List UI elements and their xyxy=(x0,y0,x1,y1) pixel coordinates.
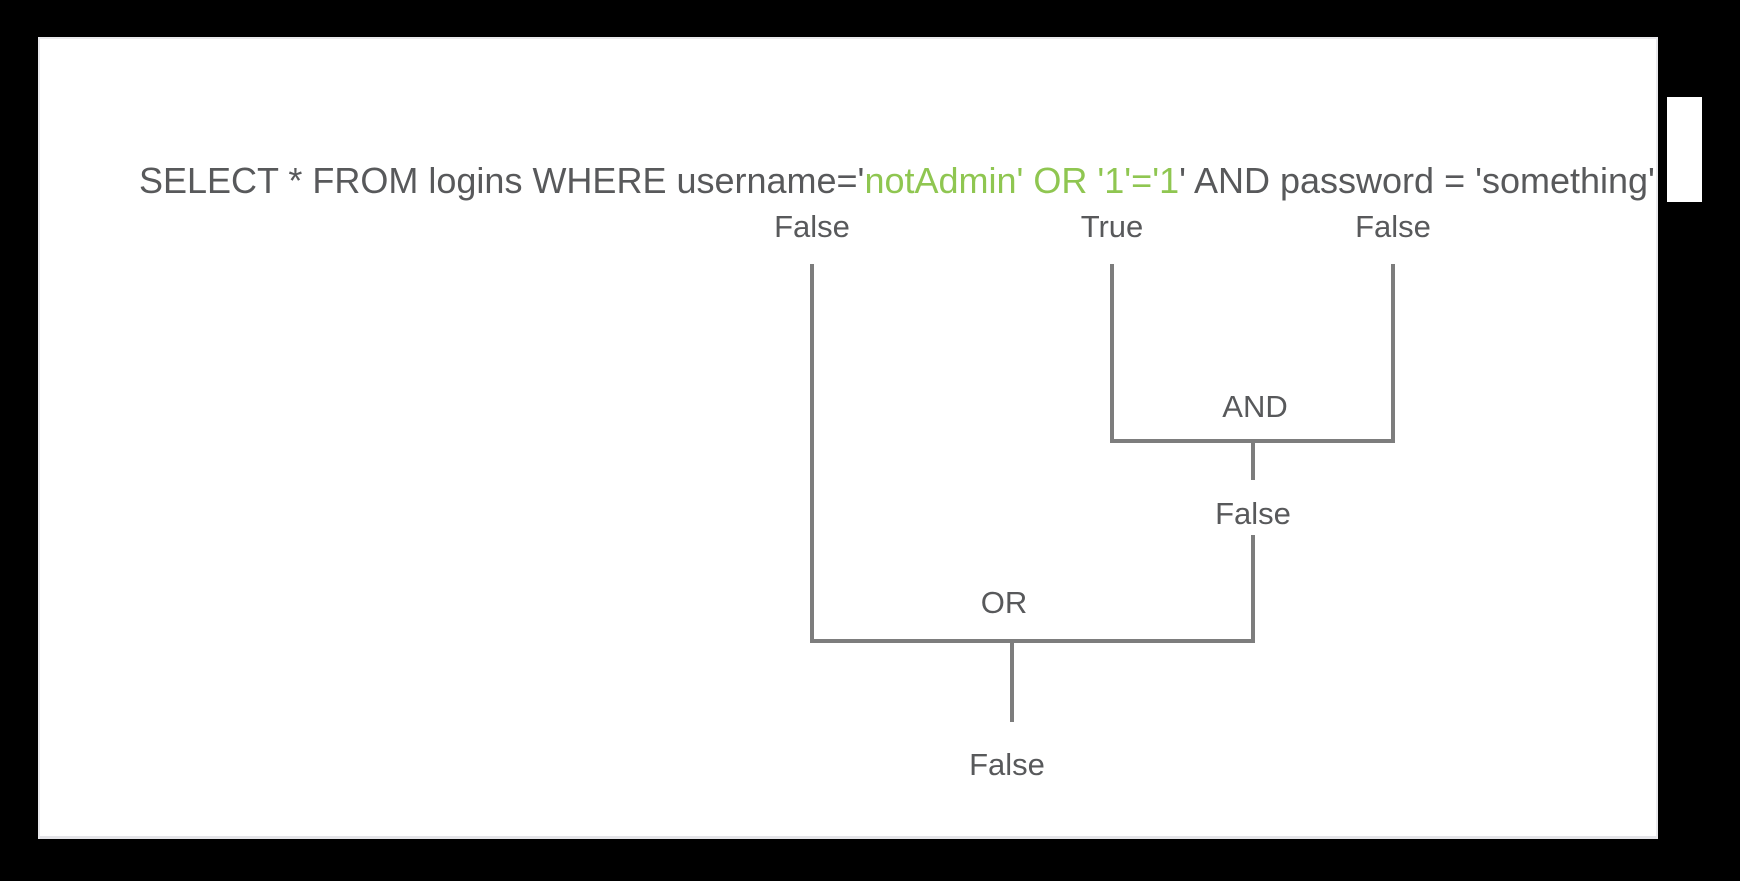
sql-query-suffix: ' AND password = 'something' xyxy=(1179,160,1655,201)
connector-and-result-stub xyxy=(1251,443,1255,480)
or-operator-label: OR xyxy=(980,585,1028,620)
or-result-label: False xyxy=(969,747,1045,782)
connector-true-down xyxy=(1110,264,1114,443)
connector-or-result-stub xyxy=(1010,643,1014,722)
and-result-label: False xyxy=(1215,496,1291,531)
leaf-label-username-false: False xyxy=(774,209,850,244)
sql-query-text: SELECT * FROM logins WHERE username='not… xyxy=(139,159,1655,203)
connector-left-false-down xyxy=(810,264,814,641)
connector-and-horizontal xyxy=(1110,439,1395,443)
connector-right-false-down xyxy=(1391,264,1395,443)
leaf-label-password-false: False xyxy=(1355,209,1431,244)
and-operator-label: AND xyxy=(1222,389,1288,424)
connector-and-result-down xyxy=(1251,535,1255,643)
right-edge-white-fragment xyxy=(1667,97,1702,202)
sql-query-prefix: SELECT * FROM logins WHERE username=' xyxy=(139,160,865,201)
sql-injection-highlight: notAdmin' OR '1'='1 xyxy=(864,160,1180,201)
connector-or-horizontal xyxy=(810,639,1255,643)
content-card: SELECT * FROM logins WHERE username='not… xyxy=(38,37,1658,839)
leaf-label-true: True xyxy=(1080,209,1144,244)
